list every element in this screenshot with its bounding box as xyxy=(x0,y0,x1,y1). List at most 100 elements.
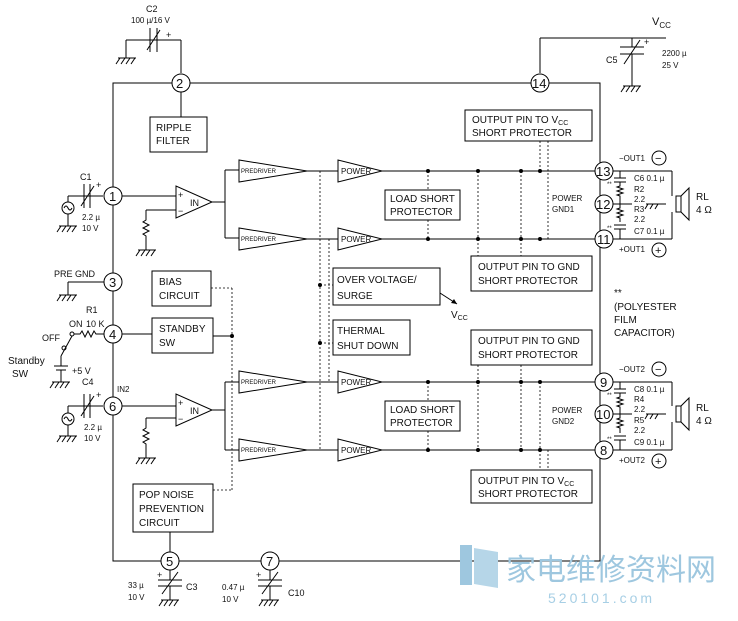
pin-7: 7 xyxy=(260,551,280,571)
svg-text:+: + xyxy=(655,456,661,468)
capacitor-c5 xyxy=(620,38,644,86)
svg-text:POP NOISE: POP NOISE xyxy=(139,490,194,501)
pin-5: 5 xyxy=(160,551,180,571)
c4-value-2: 10 V xyxy=(84,434,101,443)
svg-text:C8 0.1 µ: C8 0.1 µ xyxy=(634,385,665,394)
c3-plus: + xyxy=(157,570,162,580)
svg-text:+OUT2: +OUT2 xyxy=(619,456,646,465)
svg-text:+OUT1: +OUT1 xyxy=(619,245,646,254)
svg-text:LOAD SHORT: LOAD SHORT xyxy=(390,405,455,416)
svg-text:STANDBY: STANDBY xyxy=(159,324,206,335)
svg-text:−: − xyxy=(655,153,661,165)
c10-value-1: 0.47 µ xyxy=(222,583,245,592)
svg-text:−OUT2: −OUT2 xyxy=(619,365,646,374)
plus-terminal-1: + xyxy=(651,242,667,258)
svg-text:POWER: POWER xyxy=(341,446,371,455)
svg-text:SHUT DOWN: SHUT DOWN xyxy=(337,341,398,352)
svg-text:(POLYESTER: (POLYESTER xyxy=(614,302,677,313)
capacitor-c3 xyxy=(158,571,182,600)
capacitor-c4 xyxy=(80,394,95,418)
svg-text:C7 0.1 µ: C7 0.1 µ xyxy=(634,227,665,236)
svg-text:7: 7 xyxy=(266,554,273,569)
svg-text:10: 10 xyxy=(596,407,610,422)
pin-14: 14 xyxy=(530,73,550,93)
ground-in1 xyxy=(56,225,77,233)
c4-value-1: 2.2 µ xyxy=(84,423,102,432)
pin-12: 12 xyxy=(594,194,614,214)
pre-gnd-label: PRE GND xyxy=(54,269,96,279)
svg-text:OFF: OFF xyxy=(42,333,60,343)
svg-text:IN2: IN2 xyxy=(117,385,130,394)
svg-text:6: 6 xyxy=(109,399,116,414)
plus-terminal-2: + xyxy=(651,453,667,469)
svg-text:−: − xyxy=(178,414,183,424)
c2-value: 100 µ/16 V xyxy=(131,16,171,25)
watermark-logo xyxy=(460,545,498,588)
ripple-filter-label-1: RIPPLE xyxy=(156,123,192,134)
pin-2: 2 xyxy=(171,73,191,93)
svg-text:−OUT1: −OUT1 xyxy=(619,154,646,163)
svg-text:8: 8 xyxy=(600,443,607,458)
c3-name: C3 xyxy=(186,582,198,592)
ripple-filter-block xyxy=(149,116,208,153)
pin-9: 9 xyxy=(594,372,614,392)
speaker-2 xyxy=(675,396,690,432)
svg-text:**: ** xyxy=(614,288,622,299)
minus-terminal-2: − xyxy=(651,361,667,377)
svg-text:PREDRIVER: PREDRIVER xyxy=(241,237,277,243)
vcc-arrow-label: VCC xyxy=(451,310,468,322)
svg-text:SW: SW xyxy=(159,338,176,349)
svg-text:R3: R3 xyxy=(634,205,645,214)
svg-text:SHORT PROTECTOR: SHORT PROTECTOR xyxy=(478,276,578,287)
ground-c5 xyxy=(620,85,641,93)
svg-text:+: + xyxy=(178,398,183,408)
svg-text:−: − xyxy=(178,206,183,216)
capacitor-c1 xyxy=(80,184,95,208)
svg-text:5: 5 xyxy=(166,554,173,569)
gnd-short-protector-2 xyxy=(470,329,593,366)
c2-name: C2 xyxy=(146,4,158,14)
svg-text:OVER VOLTAGE/: OVER VOLTAGE/ xyxy=(337,275,417,286)
load-short-protector-2 xyxy=(384,400,461,432)
ground-pre xyxy=(56,294,77,302)
bias-circuit-block xyxy=(151,270,212,307)
svg-text:9: 9 xyxy=(600,375,607,390)
svg-text:SHORT PROTECTOR: SHORT PROTECTOR xyxy=(478,350,578,361)
c1-name: C1 xyxy=(80,172,92,182)
svg-text:SHORT PROTECTOR: SHORT PROTECTOR xyxy=(472,128,572,139)
c5-plus: + xyxy=(644,37,649,47)
svg-text:**: ** xyxy=(607,437,612,443)
svg-text:PREDRIVER: PREDRIVER xyxy=(241,448,277,454)
capacitor-c2 xyxy=(146,28,161,52)
ground-amp1 xyxy=(135,249,156,257)
svg-text:2.2: 2.2 xyxy=(634,405,646,414)
signal-source-1 xyxy=(61,201,75,215)
ripple-filter-label-2: FILTER xyxy=(156,136,190,147)
power-amp-1b xyxy=(337,227,383,251)
svg-text:+: + xyxy=(178,190,183,200)
svg-text:2.2: 2.2 xyxy=(634,426,646,435)
ground-c3 xyxy=(158,599,179,607)
svg-text:C6 0.1 µ: C6 0.1 µ xyxy=(634,174,665,183)
svg-text:SW: SW xyxy=(12,369,29,380)
svg-text:+5 V: +5 V xyxy=(72,366,91,376)
svg-text:POWER: POWER xyxy=(341,167,371,176)
svg-text:OUTPUT PIN TO GND: OUTPUT PIN TO GND xyxy=(478,336,580,347)
svg-text:13: 13 xyxy=(596,164,610,179)
predriver-1a xyxy=(238,159,308,183)
pin-6: 6 xyxy=(103,396,123,416)
svg-text:PROTECTOR: PROTECTOR xyxy=(390,418,453,429)
svg-text:Standby: Standby xyxy=(8,356,45,367)
svg-text:11: 11 xyxy=(597,232,611,247)
svg-text:−: − xyxy=(655,364,661,376)
svg-text:OUTPUT PIN TO VCC: OUTPUT PIN TO VCC xyxy=(478,476,574,488)
signal-source-2 xyxy=(61,412,75,426)
power-amp-1a xyxy=(337,159,383,183)
svg-text:POWER: POWER xyxy=(341,235,371,244)
c4-name: C4 xyxy=(82,377,94,387)
watermark-text: 家电维修资料网 xyxy=(506,554,716,587)
gnd-short-protector-1 xyxy=(470,255,593,292)
c2-plus: + xyxy=(166,30,171,40)
capacitor-c10 xyxy=(258,571,282,600)
